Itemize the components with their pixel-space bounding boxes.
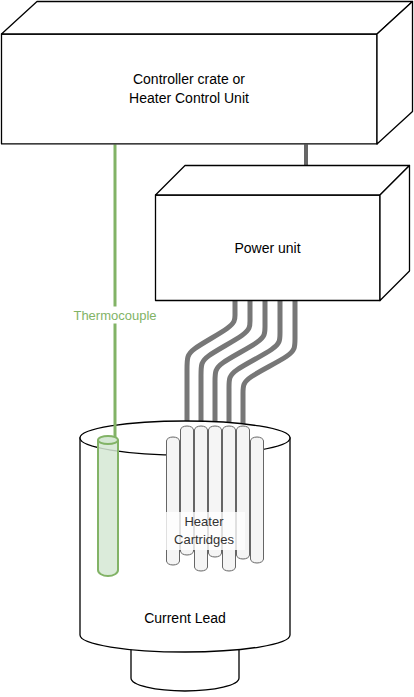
thermocouple-sheath-top: [98, 436, 118, 444]
node-label: Heater Cartridges: [163, 512, 245, 549]
heater-cartridges: Heater Cartridges: [163, 425, 268, 575]
box-front-face: [156, 195, 381, 301]
control-cable: [304, 144, 308, 165]
box-top-face: [156, 166, 410, 196]
text-area: Current Lead: [78, 606, 292, 630]
text-area: Controller crate or Heater Control Unit: [1, 34, 377, 144]
text-area: Power unit: [155, 195, 380, 301]
node-label: Power unit: [234, 239, 300, 258]
text-area: Heater Cartridges: [163, 509, 245, 553]
thermocouple-sheath: [98, 440, 118, 576]
heater-cable: [215, 301, 265, 425]
heater-cartridge: [251, 437, 264, 563]
heater-cable: [243, 301, 295, 425]
thermocouple-wire: [114, 144, 117, 420]
box-front-face: [2, 34, 378, 144]
controller-box: Controller crate or Heater Control Unit: [1, 1, 413, 144]
wire-label: Thermocouple: [70, 307, 159, 324]
cartridge-group: [163, 425, 268, 575]
box-side-face: [380, 166, 410, 301]
node-label: Current Lead: [144, 609, 226, 628]
box-side-face: [377, 2, 413, 144]
power-unit-box: Power unit: [155, 165, 410, 301]
box-top-face: [2, 2, 413, 35]
node-label: Controller crate or Heater Control Unit: [119, 70, 259, 108]
current-lead-cylinder: Current Lead Heater Cartridges: [78, 420, 292, 695]
box-3d-outline: [155, 165, 410, 301]
